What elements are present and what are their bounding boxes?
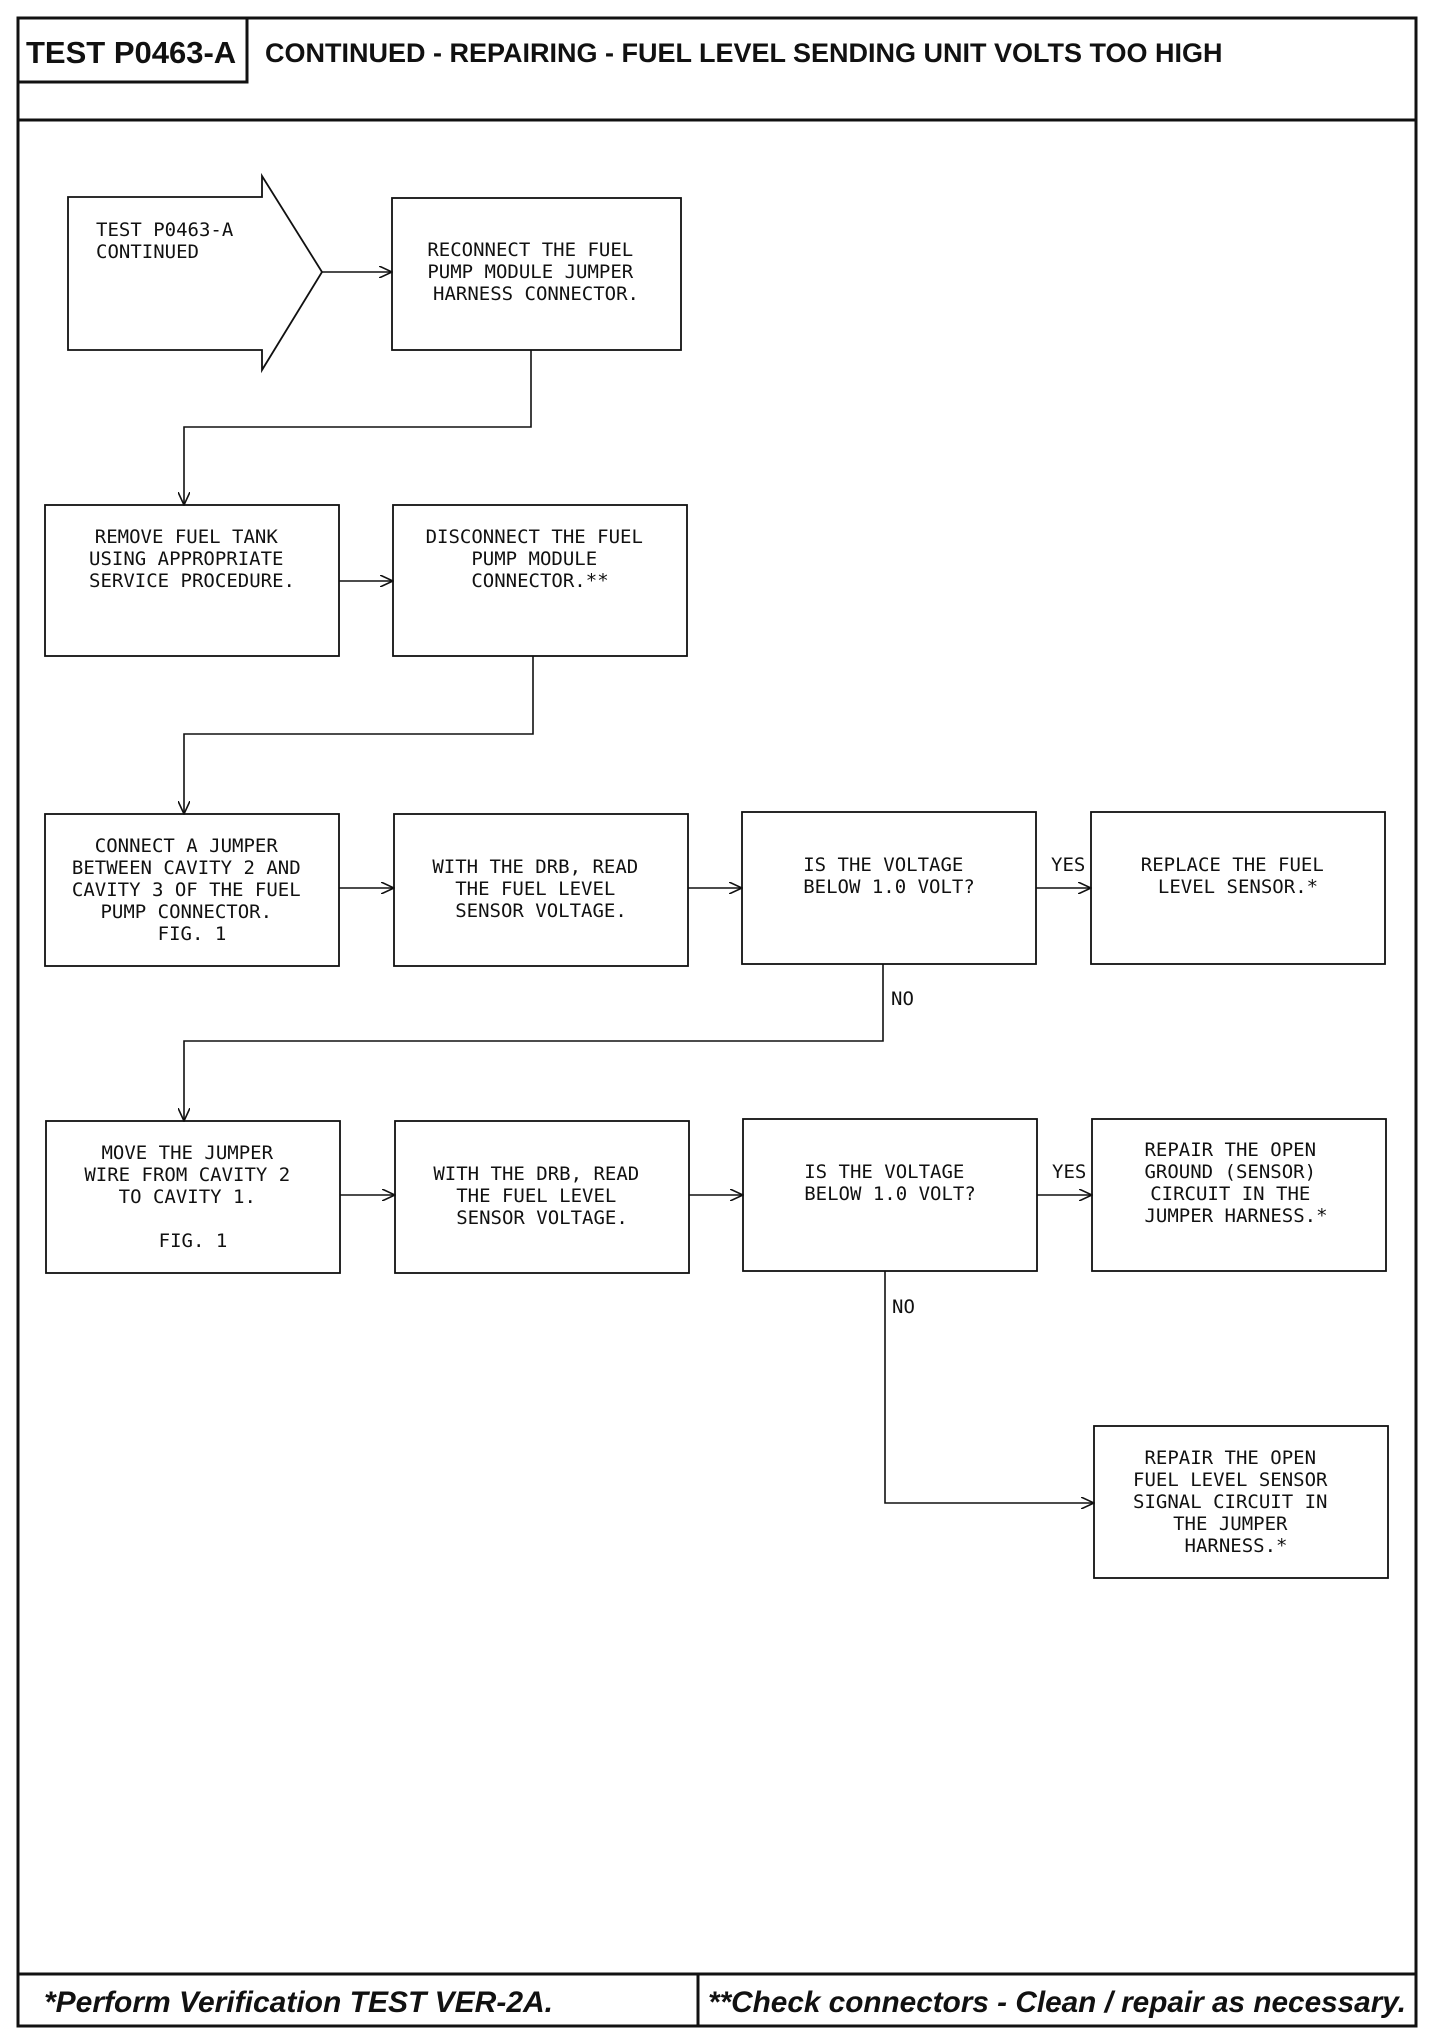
test-id: TEST P0463-A bbox=[26, 35, 236, 70]
arrow-question-1-no bbox=[184, 964, 884, 1121]
disconnect-text: DISCONNECT THE FUEL PUMP MODULE CONNECTO… bbox=[426, 526, 655, 592]
replace-sensor-text: REPLACE THE FUEL LEVEL SENSOR.* bbox=[1141, 854, 1335, 898]
page-frame bbox=[16, 16, 1418, 2028]
no-label-2: NO bbox=[892, 1296, 915, 1318]
arrow-question-2-no bbox=[884, 1271, 1094, 1503]
question-text-2: IS THE VOLTAGE BELOW 1.0 VOLT? bbox=[804, 1161, 976, 1205]
arrow-disconnect-to-connect bbox=[184, 656, 534, 814]
repair-ground-text: REPAIR THE OPEN GROUND (SENSOR) CIRCUIT … bbox=[1144, 1139, 1327, 1227]
move-jumper-text: MOVE THE JUMPER WIRE FROM CAVITY 2 TO CA… bbox=[84, 1142, 301, 1252]
no-label-1: NO bbox=[891, 988, 914, 1010]
footer-note-connectors: **Check connectors - Clean / repair as n… bbox=[708, 1986, 1406, 2019]
reconnect-text: RECONNECT THE FUEL PUMP MODULE JUMPER HA… bbox=[427, 239, 644, 305]
yes-label-1: YES bbox=[1051, 854, 1085, 876]
test-id-box bbox=[16, 16, 249, 84]
question-text-1: IS THE VOLTAGE BELOW 1.0 VOLT? bbox=[803, 854, 975, 898]
connect-jumper-text: CONNECT A JUMPER BETWEEN CAVITY 2 AND CA… bbox=[72, 835, 312, 945]
move-jumper-box bbox=[45, 1120, 341, 1274]
read-voltage-text-2: WITH THE DRB, READ THE FUEL LEVEL SENSOR… bbox=[433, 1163, 650, 1229]
remove-tank-text: REMOVE FUEL TANK USING APPROPRIATE SERVI… bbox=[89, 526, 295, 592]
read-voltage-text-1: WITH THE DRB, READ THE FUEL LEVEL SENSOR… bbox=[432, 856, 649, 922]
yes-label-2: YES bbox=[1052, 1161, 1086, 1183]
footer-note-verification: *Perform Verification TEST VER-2A. bbox=[44, 1986, 553, 2019]
page-title: CONTINUED - REPAIRING - FUEL LEVEL SENDI… bbox=[265, 38, 1223, 68]
start-arrow-shape bbox=[67, 172, 324, 374]
start-text: TEST P0463-A CONTINUED bbox=[96, 219, 245, 263]
repair-signal-text: REPAIR THE OPEN FUEL LEVEL SENSOR SIGNAL… bbox=[1133, 1447, 1339, 1557]
connect-jumper-box bbox=[44, 813, 340, 967]
arrow-reconnect-to-remove bbox=[184, 350, 532, 505]
